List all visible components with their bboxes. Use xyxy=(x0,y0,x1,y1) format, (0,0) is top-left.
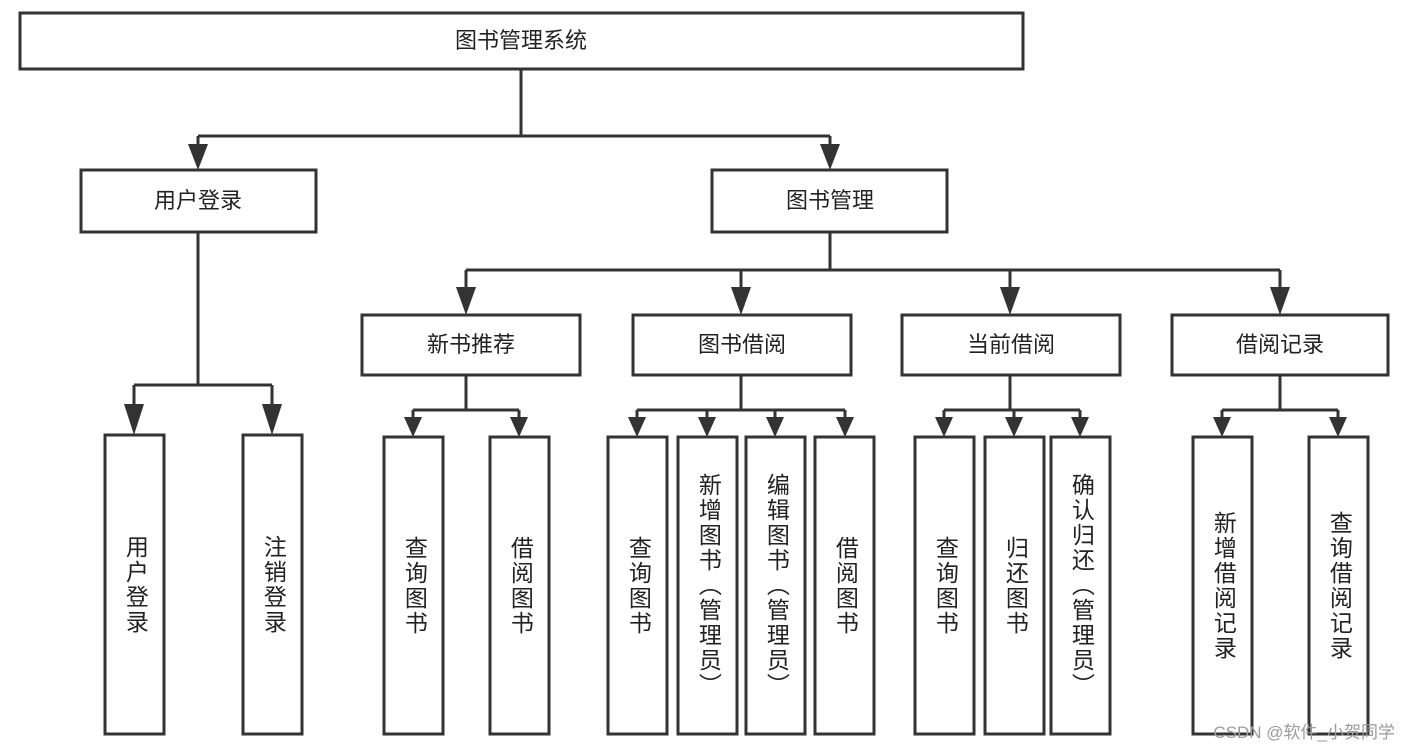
arrow-to-new-book xyxy=(456,287,476,315)
node-book-management-box[interactable] xyxy=(710,168,949,234)
node-root-box[interactable] xyxy=(18,11,1025,71)
leaf-current-borrow-1[interactable]: 查询图书 xyxy=(913,435,976,736)
leaf-current-borrow-2-box[interactable] xyxy=(983,435,1046,736)
leaf-new-book-2[interactable]: 借阅图书 xyxy=(488,435,551,736)
leaf-book-borrow-2-label: 新增图书（管理员） xyxy=(695,473,722,698)
leaf-borrow-record-1-label: 新增借阅记录 xyxy=(1210,510,1237,661)
leaf-user-login-1[interactable]: 用户登录 xyxy=(103,433,166,736)
node-borrow-record-box[interactable] xyxy=(1170,313,1390,377)
node-borrow-record-label: 借阅记录 xyxy=(1236,332,1324,357)
leaf-user-login-2[interactable]: 注销登录 xyxy=(241,433,304,736)
node-book-borrow-box[interactable] xyxy=(631,313,853,377)
arrow-borrow-record-leaf-1 xyxy=(1213,417,1231,437)
leaf-book-borrow-3-box[interactable] xyxy=(744,435,807,736)
leaf-book-borrow-1[interactable]: 查询图书 xyxy=(606,435,669,736)
node-user-login-box[interactable] xyxy=(79,168,318,234)
leaf-book-borrow-3-label: 编辑图书（管理员） xyxy=(763,473,790,698)
connector-group-book-borrow xyxy=(628,375,854,437)
leaf-user-login-1-box[interactable] xyxy=(103,433,166,736)
arrow-to-borrow-record xyxy=(1270,287,1290,315)
arrow-root-to-user-login xyxy=(188,144,208,170)
node-user-login-label: 用户登录 xyxy=(154,188,242,213)
leaf-current-borrow-3-box[interactable] xyxy=(1049,435,1112,736)
node-book-borrow-label: 图书借阅 xyxy=(698,332,786,357)
leaf-book-borrow-4[interactable]: 借阅图书 xyxy=(813,435,876,736)
node-book-management-label: 图书管理 xyxy=(786,188,874,213)
connector-group-new-book xyxy=(404,375,528,437)
arrow-to-book-borrow xyxy=(731,287,751,315)
arrow-new-book-leaf-2 xyxy=(510,417,528,437)
arrow-book-borrow-leaf-2 xyxy=(698,417,716,437)
arrow-current-borrow-leaf-1 xyxy=(935,417,953,437)
node-current-borrow[interactable]: 当前借阅 xyxy=(900,313,1122,377)
arrow-current-borrow-leaf-3 xyxy=(1071,417,1089,437)
leaf-user-login-1-label: 用户登录 xyxy=(122,534,149,635)
leaf-book-borrow-3[interactable]: 编辑图书（管理员） xyxy=(744,435,807,736)
arrow-user-login-leaf-1 xyxy=(124,404,144,435)
node-new-book-recommend[interactable]: 新书推荐 xyxy=(360,313,582,377)
connector-group-book-mgmt xyxy=(456,232,1290,315)
leaf-borrow-record-1[interactable]: 新增借阅记录 xyxy=(1191,435,1254,736)
node-root[interactable]: 图书管理系统 xyxy=(18,11,1025,71)
node-current-borrow-box[interactable] xyxy=(900,313,1122,377)
arrow-user-login-leaf-2 xyxy=(262,404,282,435)
leaf-book-borrow-4-label: 借阅图书 xyxy=(832,535,859,636)
node-root-label: 图书管理系统 xyxy=(455,28,587,53)
leaf-current-borrow-3-label: 确认归还（管理员） xyxy=(1068,473,1095,698)
leaf-borrow-record-2-box[interactable] xyxy=(1307,435,1370,736)
node-current-borrow-label: 当前借阅 xyxy=(967,332,1055,357)
leaf-book-borrow-1-label: 查询图书 xyxy=(625,535,652,636)
leaf-user-login-2-label: 注销登录 xyxy=(260,534,287,635)
node-borrow-record[interactable]: 借阅记录 xyxy=(1170,313,1390,377)
node-user-login[interactable]: 用户登录 xyxy=(79,168,318,234)
arrow-book-borrow-leaf-3 xyxy=(766,417,784,437)
leaf-new-book-1-label: 查询图书 xyxy=(401,535,428,636)
leaf-new-book-1[interactable]: 查询图书 xyxy=(382,435,445,736)
arrow-current-borrow-leaf-2 xyxy=(1005,417,1023,437)
watermark: CSDN @软件_小贺同学 xyxy=(1213,723,1395,742)
connector-group-root xyxy=(188,69,840,170)
leaf-current-borrow-2[interactable]: 归还图书 xyxy=(983,435,1046,736)
arrow-book-borrow-leaf-4 xyxy=(836,417,854,437)
leaf-book-borrow-4-box[interactable] xyxy=(813,435,876,736)
node-book-management[interactable]: 图书管理 xyxy=(710,168,949,234)
arrow-book-borrow-leaf-1 xyxy=(628,417,646,437)
arrow-to-current-borrow xyxy=(1000,287,1020,315)
connector-group-user-login xyxy=(124,232,282,435)
leaf-current-borrow-3[interactable]: 确认归还（管理员） xyxy=(1049,435,1112,736)
node-new-book-recommend-box[interactable] xyxy=(360,313,582,377)
node-book-borrow[interactable]: 图书借阅 xyxy=(631,313,853,377)
leaf-current-borrow-1-box[interactable] xyxy=(913,435,976,736)
leaf-borrow-record-1-box[interactable] xyxy=(1191,435,1254,736)
leaf-borrow-record-2-label: 查询借阅记录 xyxy=(1326,510,1353,661)
leaf-new-book-2-label: 借阅图书 xyxy=(507,535,534,636)
leaf-new-book-2-box[interactable] xyxy=(488,435,551,736)
leaf-book-borrow-1-box[interactable] xyxy=(606,435,669,736)
leaf-book-borrow-2[interactable]: 新增图书（管理员） xyxy=(676,435,739,736)
leaf-new-book-1-box[interactable] xyxy=(382,435,445,736)
leaf-user-login-2-box[interactable] xyxy=(241,433,304,736)
leaf-current-borrow-2-label: 归还图书 xyxy=(1002,535,1029,636)
connector-group-borrow-record xyxy=(1213,375,1347,437)
node-new-book-recommend-label: 新书推荐 xyxy=(427,332,515,357)
leaf-current-borrow-1-label: 查询图书 xyxy=(932,535,959,636)
leaf-borrow-record-2[interactable]: 查询借阅记录 xyxy=(1307,435,1370,736)
leaf-book-borrow-2-box[interactable] xyxy=(676,435,739,736)
arrow-root-to-book-mgmt xyxy=(820,144,840,170)
connector-group-current-borrow xyxy=(935,375,1089,437)
arrow-new-book-leaf-1 xyxy=(404,417,422,437)
arrow-borrow-record-leaf-2 xyxy=(1329,417,1347,437)
